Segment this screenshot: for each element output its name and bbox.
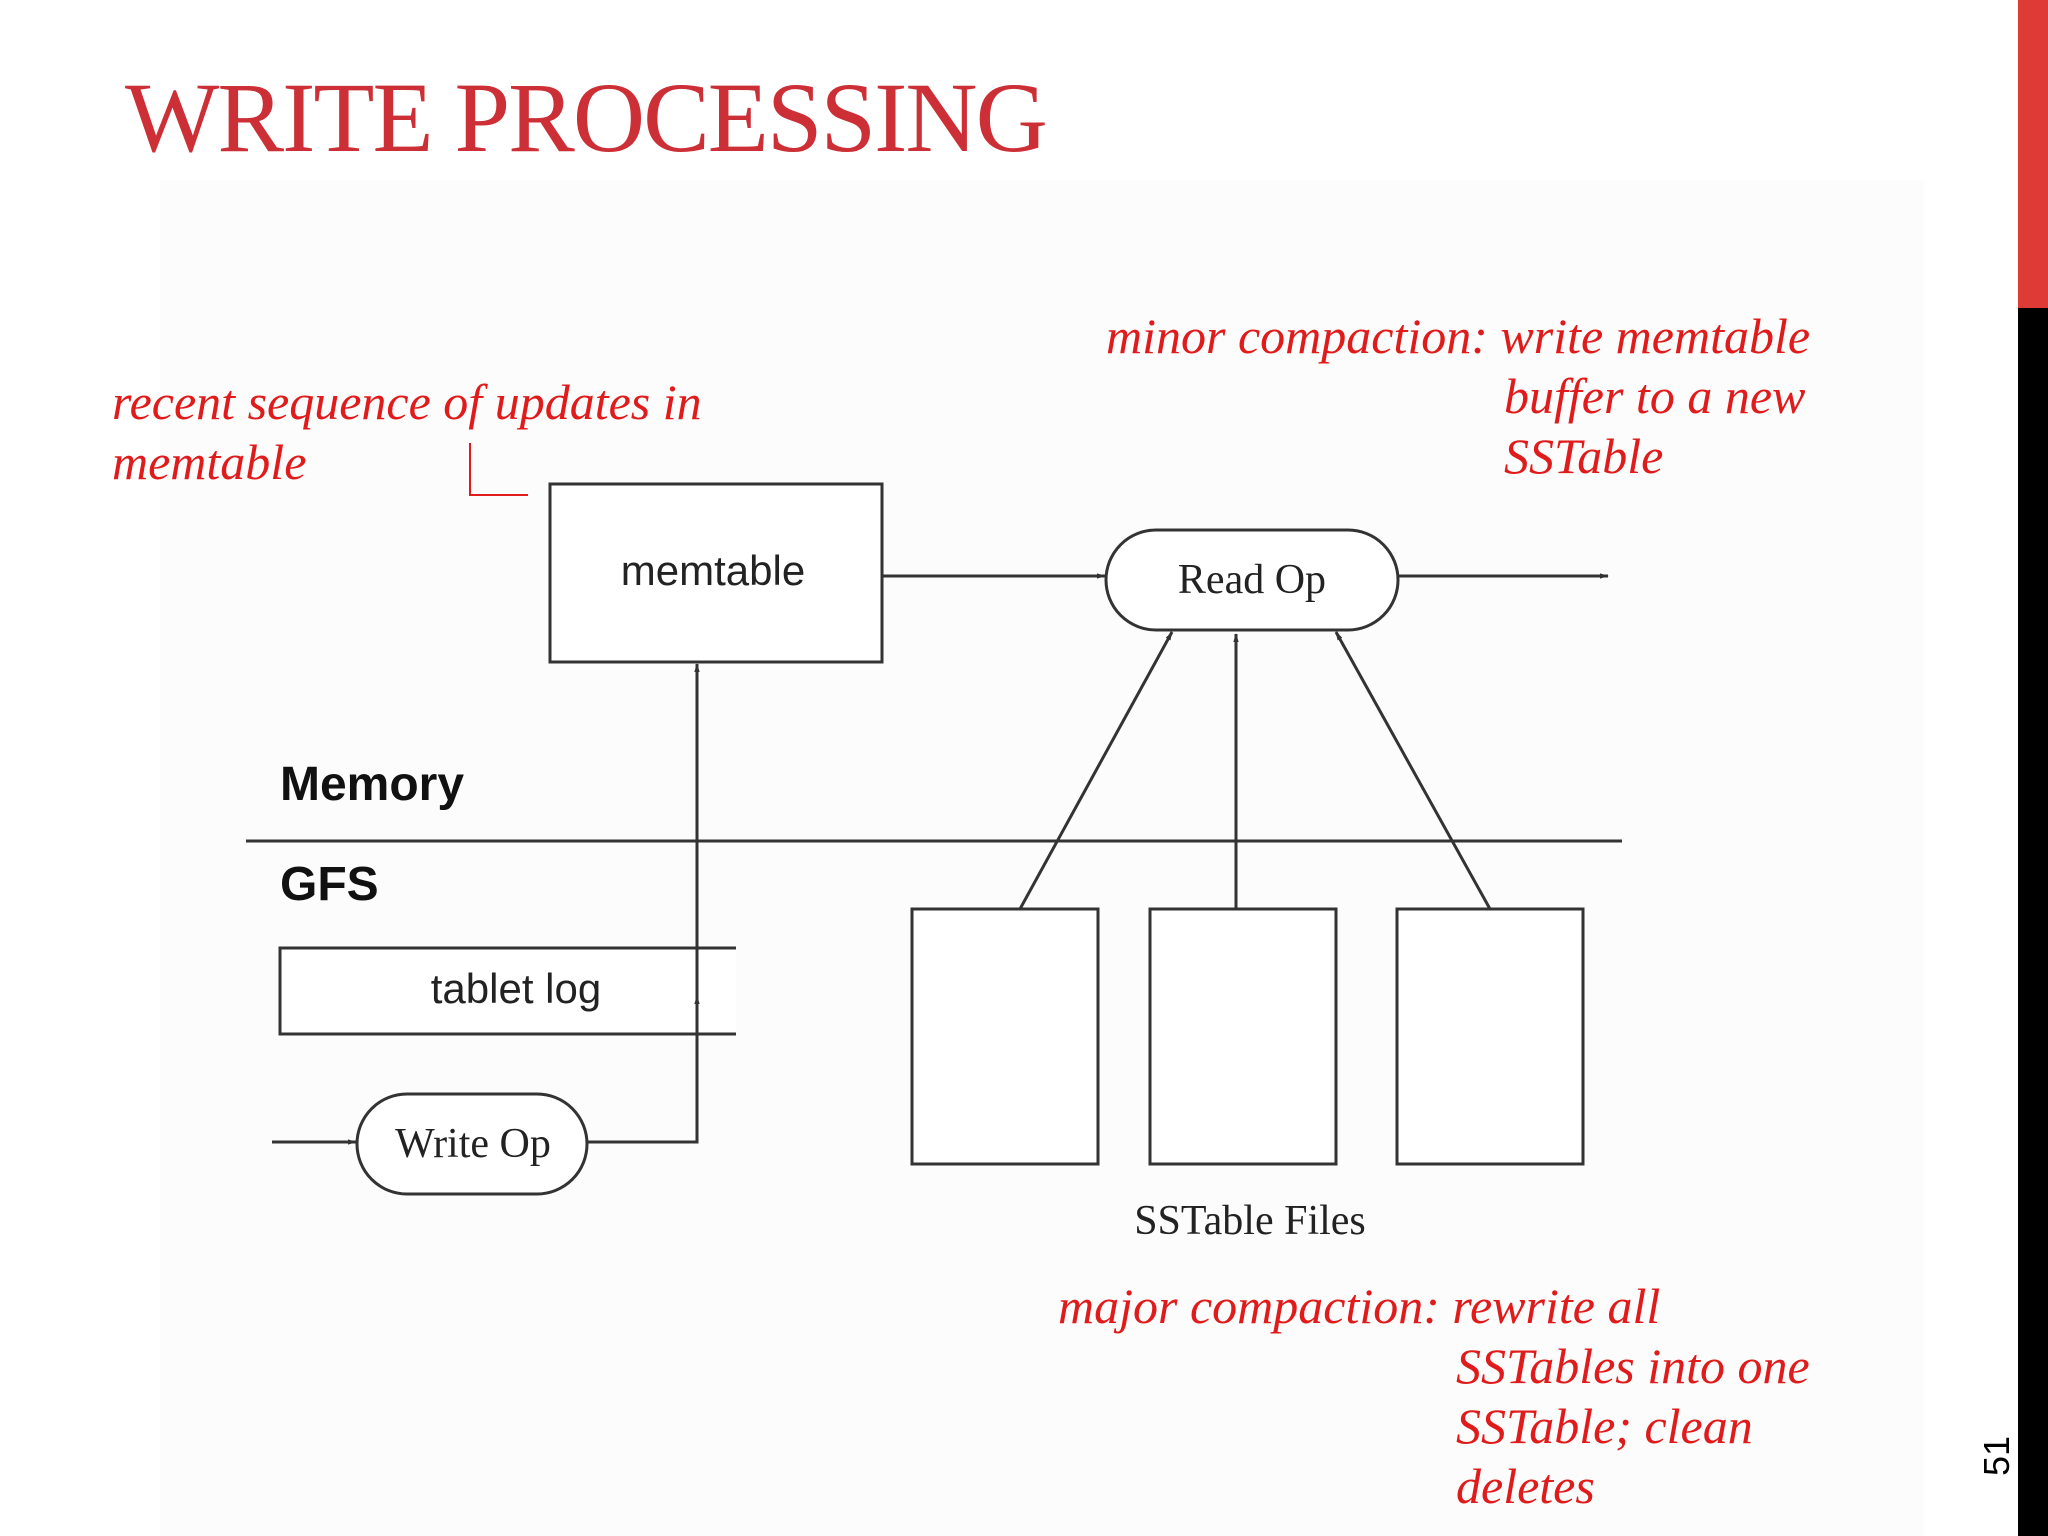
minor-compaction-annotation: minor compaction: write memtable buffer … — [1106, 306, 1810, 486]
page-number: 51 — [1976, 1435, 2017, 1477]
major-compaction-annotation: major compaction: rewrite all SSTables i… — [1058, 1276, 1810, 1516]
recent-updates-callout-line — [469, 443, 528, 496]
diagram-image-panel — [160, 180, 1925, 1536]
annotation-line: SSTable; clean — [1456, 1398, 1753, 1454]
annotation-line: buffer to a new — [1504, 368, 1806, 424]
read-op-label: Read Op — [1178, 557, 1326, 603]
sstable-file-box — [1395, 907, 1585, 1166]
read-op-capsule — [1104, 528, 1400, 632]
annotation-line: SSTables into one — [1456, 1338, 1810, 1394]
gfs-label: GFS — [280, 858, 379, 911]
recent-updates-annotation: recent sequence of updates in memtable — [112, 372, 702, 492]
accent-bar — [2018, 0, 2048, 308]
annotation-line: deletes — [1456, 1458, 1595, 1514]
side-bar — [2018, 308, 2048, 1536]
memtable-box — [548, 482, 884, 664]
sstable-to-read-op-arrow — [1334, 631, 1492, 910]
write-op-capsule — [355, 1092, 589, 1196]
annotation-line: minor compaction: write memtable — [1106, 308, 1811, 364]
tablet-log-box — [278, 946, 736, 1036]
slide-title: WRITE PROCESSING — [125, 62, 1048, 173]
memtable-label: memtable — [621, 547, 805, 594]
tablet-log-label: tablet log — [431, 965, 601, 1012]
write-op-label: Write Op — [395, 1121, 551, 1167]
annotation-line: recent sequence of updates in — [112, 374, 702, 430]
memory-label: Memory — [280, 758, 464, 811]
write-op-to-memtable-path — [587, 663, 700, 1144]
sstable-file-box — [1148, 907, 1338, 1166]
sstable-to-read-op-arrow — [1018, 631, 1174, 910]
sstable-file-box — [910, 907, 1100, 1166]
annotation-line: SSTable — [1504, 428, 1664, 484]
annotation-line: major compaction: rewrite all — [1058, 1278, 1661, 1334]
sstable-files-label: SSTable Files — [1134, 1198, 1366, 1244]
annotation-line: memtable — [112, 434, 307, 490]
